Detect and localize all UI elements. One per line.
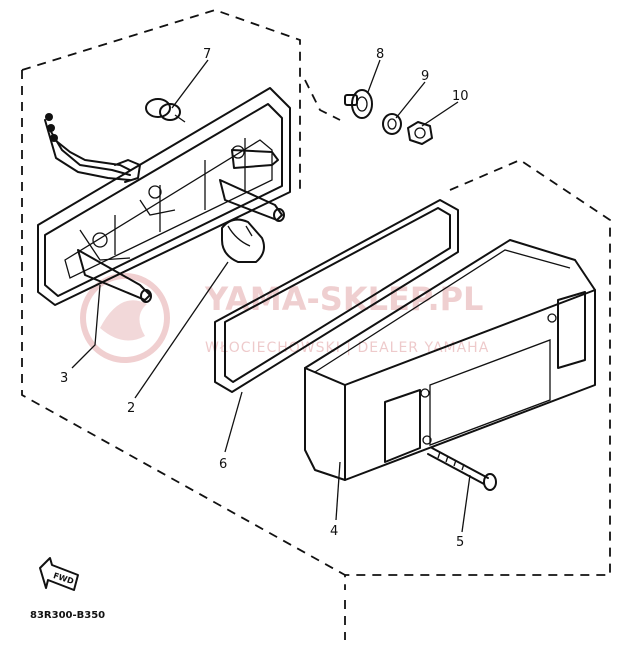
lens — [304, 239, 596, 481]
label-4: 4 — [330, 524, 338, 539]
watermark-sub: WŁOCIECHOWSKI | DEALER YAMAHA — [205, 340, 489, 356]
washer-9 — [382, 113, 402, 135]
label-2: 2 — [127, 401, 135, 416]
watermark: YAMA-SKLEP.PL WŁOCIECHOWSKI | DEALER YAM… — [80, 273, 489, 363]
label-10: 10 — [452, 89, 469, 104]
housing-base — [37, 87, 291, 306]
label-5: 5 — [456, 535, 464, 550]
assembly-outline-dashed — [21, 9, 611, 640]
watermark-main: YAMA-SKLEP.PL — [204, 280, 483, 318]
label-3: 3 — [60, 371, 68, 386]
diagram-code: 83R300-B350 — [30, 610, 105, 621]
screw — [427, 447, 497, 491]
leader-lines — [71, 59, 471, 533]
label-8: 8 — [376, 47, 384, 62]
label-9: 9 — [421, 69, 429, 84]
nut-10 — [407, 121, 433, 145]
watermark-logo — [80, 273, 170, 363]
part-labels: 7 8 9 10 3 2 6 4 5 — [60, 47, 469, 550]
hardware-8-9-10 — [344, 89, 433, 145]
gasket — [214, 199, 459, 393]
fwd-arrow: FWD — [39, 557, 79, 591]
grommet-8 — [344, 89, 373, 119]
label-6: 6 — [219, 457, 227, 472]
bulb — [221, 218, 265, 263]
label-7: 7 — [203, 47, 211, 62]
